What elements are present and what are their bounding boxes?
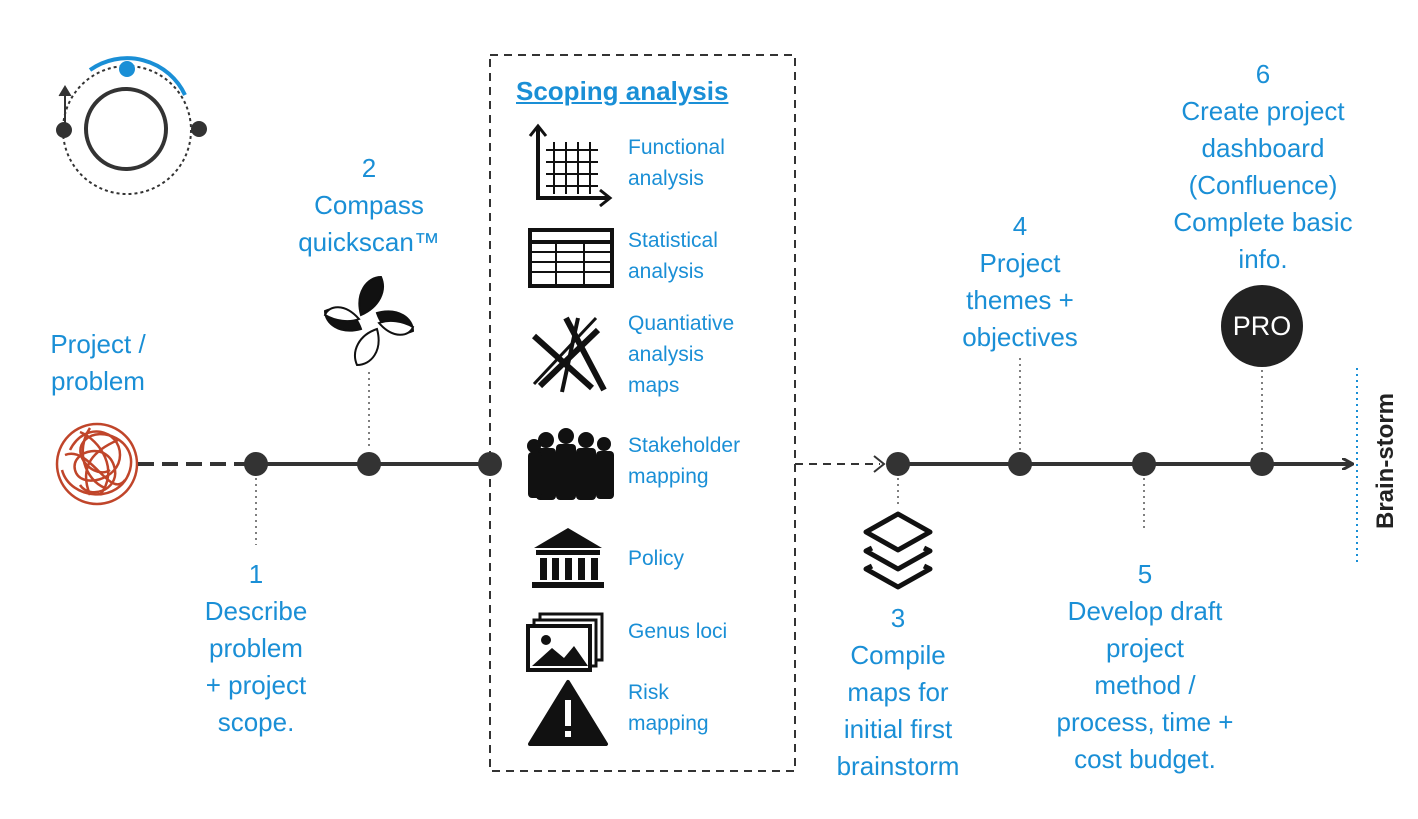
step-3-label: 3 Compile maps for initial first brainst… bbox=[818, 600, 978, 785]
cycle-logo-icon bbox=[56, 56, 207, 195]
pro-badge-label: PRO bbox=[1232, 311, 1292, 341]
scoping-title: Scoping analysis bbox=[516, 76, 729, 106]
scoping-box bbox=[489, 54, 796, 772]
step-4-number: 4 bbox=[1012, 211, 1028, 241]
step-6-number: 6 bbox=[1255, 59, 1271, 89]
chart-grid-icon bbox=[528, 123, 613, 208]
table-icon bbox=[528, 228, 614, 288]
layers-icon bbox=[863, 511, 933, 590]
step-4-label: 4 Project themes + objectives bbox=[930, 208, 1110, 356]
start-label: Project / problem bbox=[50, 329, 146, 396]
step-6-label: 6 Create project dashboard (Confluence) … bbox=[1148, 56, 1378, 278]
landscape-photo-icon bbox=[526, 612, 604, 672]
step-6-node bbox=[1250, 452, 1274, 476]
step-3-node bbox=[886, 452, 910, 476]
crossed-lines-icon bbox=[531, 316, 607, 393]
step-5-node bbox=[1132, 452, 1156, 476]
step-1-label: 1 Describe problem + project scope. bbox=[166, 556, 346, 741]
step-2-node bbox=[357, 452, 381, 476]
brainstorm-label: Brain-storm bbox=[1372, 392, 1399, 530]
scribble-ball-icon bbox=[55, 422, 139, 506]
compass-fan-icon bbox=[323, 275, 415, 367]
step-2-number: 2 bbox=[361, 153, 377, 183]
step-4-node bbox=[1008, 452, 1032, 476]
step-2-label: 2 Compass quickscan™ bbox=[269, 150, 469, 261]
step-1-number: 1 bbox=[248, 559, 264, 589]
scoping-node bbox=[478, 452, 502, 476]
step-3-number: 3 bbox=[890, 603, 906, 633]
warning-triangle-icon bbox=[528, 680, 608, 746]
pro-badge bbox=[1221, 285, 1303, 367]
step-1-node bbox=[244, 452, 268, 476]
scoping-item-policy: Policy bbox=[628, 547, 685, 570]
step-5-number: 5 bbox=[1137, 559, 1153, 589]
scoping-item-genus-loci: Genus loci bbox=[628, 620, 728, 643]
step-5-label: 5 Develop draft project method / process… bbox=[1040, 556, 1250, 778]
government-building-icon bbox=[532, 528, 604, 588]
people-crowd-icon bbox=[527, 428, 614, 500]
